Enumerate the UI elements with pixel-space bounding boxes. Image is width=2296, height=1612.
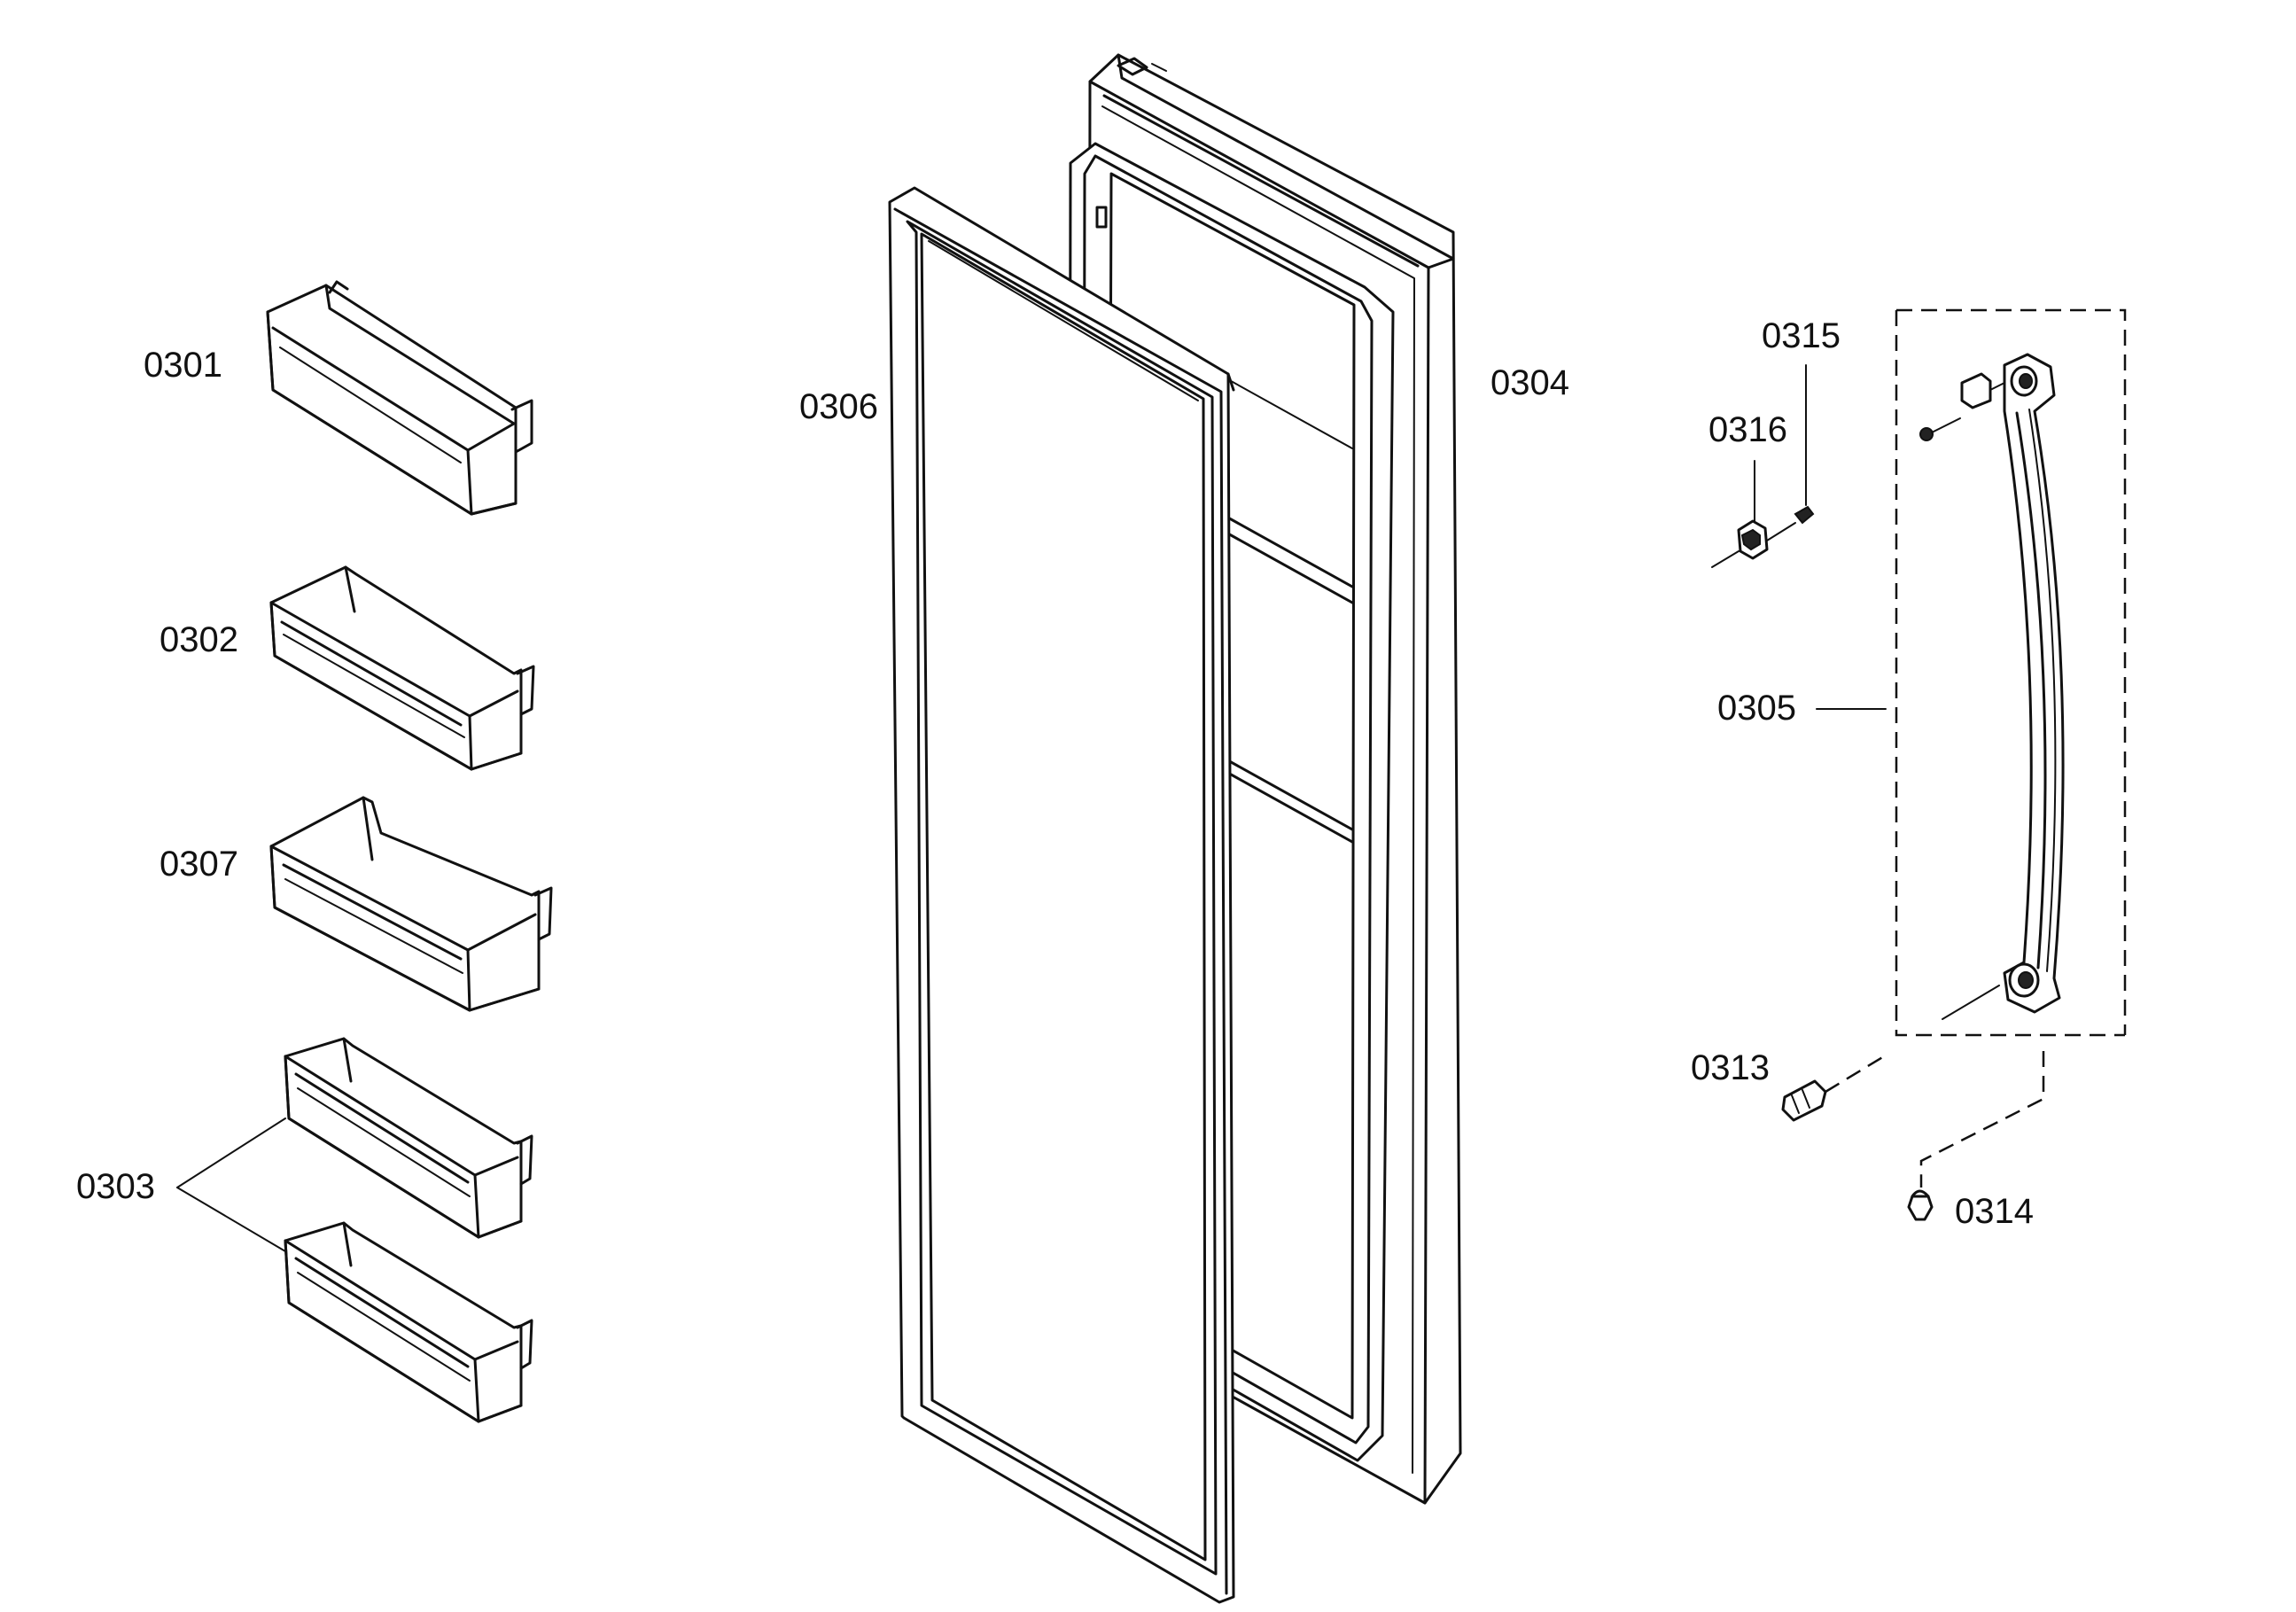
label-0302: 0302 <box>160 620 238 659</box>
shelf-bin-0302 <box>269 565 535 771</box>
label-0301: 0301 <box>144 346 222 385</box>
label-0314: 0314 <box>1955 1192 2034 1231</box>
label-0316: 0316 <box>1708 410 1787 449</box>
leader-0303 <box>176 1117 286 1252</box>
label-0307: 0307 <box>160 845 238 884</box>
screw-0315 <box>1794 364 1815 525</box>
label-0303: 0303 <box>76 1167 155 1206</box>
label-0305: 0305 <box>1717 689 1796 728</box>
shelf-bin-0301 <box>266 280 533 516</box>
door-gasket-0306 <box>888 186 1235 1604</box>
pin-0313 <box>1781 985 2000 1122</box>
shelf-bin-0307 <box>269 796 553 1012</box>
label-0315: 0315 <box>1762 316 1841 355</box>
door-handle-0305 <box>1919 353 2065 1014</box>
screw-0314 <box>1907 1051 2045 1221</box>
handle-assembly-box-0305 <box>1816 308 2127 1037</box>
shelf-bin-0303-upper <box>284 1037 533 1239</box>
bracket-0316 <box>1711 460 1796 568</box>
label-0313: 0313 <box>1691 1048 1770 1087</box>
label-0306: 0306 <box>799 387 878 426</box>
label-0304: 0304 <box>1490 363 1569 402</box>
shelf-bin-0303-lower <box>284 1221 533 1423</box>
